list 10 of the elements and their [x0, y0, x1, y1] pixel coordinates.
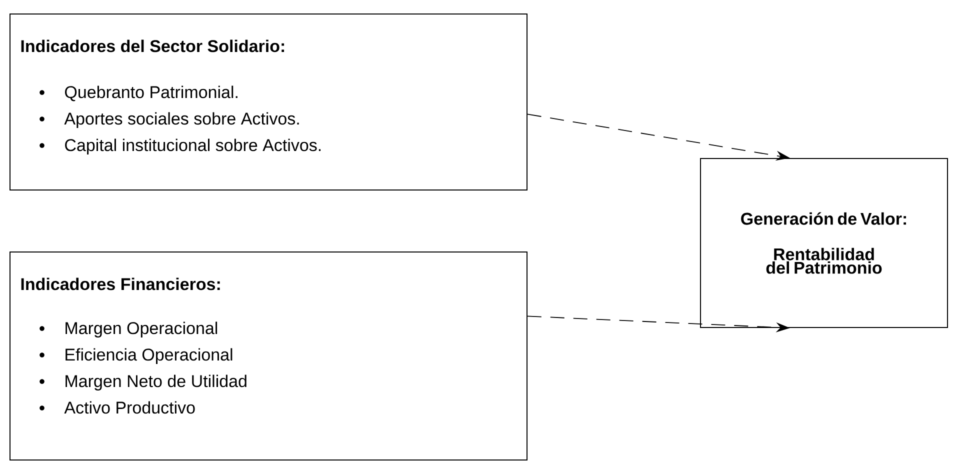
list-item: Capital institucional sobre Activos.	[65, 138, 321, 155]
list-item: Activo Productivo	[64, 401, 195, 414]
list-item: Aportes sociales sobre Activos.	[64, 112, 299, 128]
list-heading: Indicadores Financieros:	[21, 278, 220, 290]
list-item: Quebranto Patrimonial.	[65, 86, 238, 102]
text-box: Generación de Valor: Rentabilidad del Patrimonio	[700, 158, 948, 328]
list-item: Margen Neto de Utilidad	[66, 374, 246, 391]
list-item: Eficiencia Operacional	[66, 348, 232, 364]
list-item: Margen Operacional	[66, 322, 218, 338]
list-heading: Indicadores del Sector Solidario:	[21, 40, 284, 52]
